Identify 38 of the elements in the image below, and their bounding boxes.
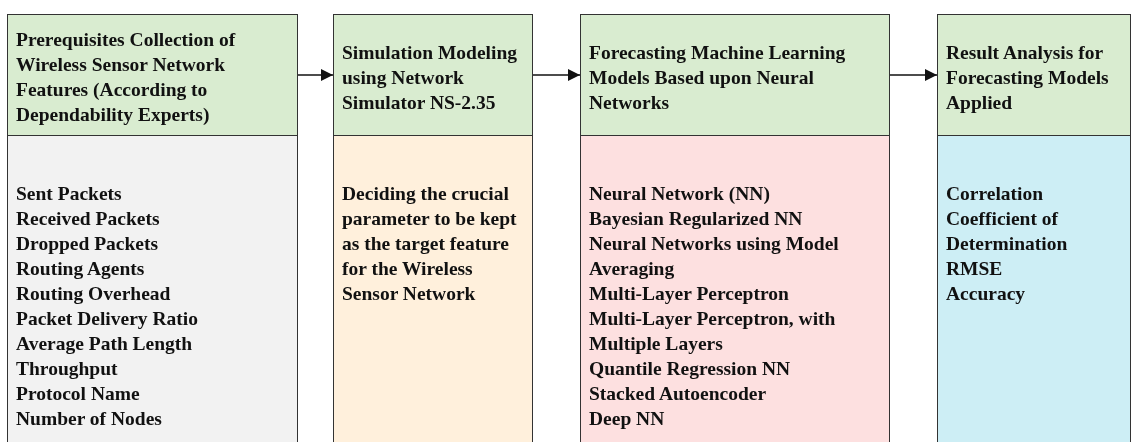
step-content-box — [333, 135, 533, 442]
list-item: Deciding the crucial parameter to be kept as the target feature for the Wireless Sensor Network — [342, 182, 518, 306]
step-title: Forecasting Machine Learning Models Based upon Neural Networks — [589, 40, 847, 115]
list-item: Throughput — [16, 357, 119, 381]
list-item: Routing Overhead — [16, 282, 172, 306]
list-item: Neural Networks using Model Averaging — [589, 232, 840, 281]
list-item: Multi-Layer Perceptron, with Multiple Layers — [589, 307, 837, 356]
step-content-box — [580, 135, 890, 442]
list-item: Dropped Packets — [16, 232, 160, 256]
step-header-box — [333, 14, 533, 136]
list-item: Accuracy — [946, 282, 1027, 306]
list-item: Sent Packets — [16, 182, 123, 206]
arrow — [532, 69, 581, 81]
step-header-box — [7, 14, 298, 136]
step-header-box — [937, 14, 1131, 136]
step-content-box — [937, 135, 1131, 442]
list-item: Neural Network (NN) — [589, 182, 771, 206]
step-header-box — [580, 14, 890, 136]
arrow — [297, 69, 334, 81]
list-item: Number of Nodes — [16, 407, 163, 431]
list-item: Received Packets — [16, 207, 161, 231]
list-item: Bayesian Regularized NN — [589, 207, 804, 231]
list-item: Quantile Regression NN — [589, 357, 792, 381]
list-item: Packet Delivery Ratio — [16, 307, 199, 331]
list-item: RMSE — [946, 257, 1004, 281]
list-item: Correlation — [946, 182, 1045, 206]
step-title: Result Analysis for Forecasting Models Applied — [946, 40, 1110, 115]
list-item: Coefficient of Determination — [946, 207, 1069, 256]
list-item: Protocol Name — [16, 382, 141, 406]
list-item: Multi-Layer Perceptron — [589, 282, 790, 306]
list-item: Stacked Autoencoder — [589, 382, 768, 406]
step-title: Simulation Modeling using Network Simulator NS-2.35 — [342, 40, 518, 115]
list-item: Routing Agents — [16, 257, 146, 281]
list-item: Deep NN — [589, 407, 666, 431]
step-title: Prerequisites Collection of Wireless Sensor Network Features (According to Dependability Experts) — [16, 28, 237, 127]
arrow — [889, 69, 938, 81]
step-content-box — [7, 135, 298, 442]
list-item: Average Path Length — [16, 332, 194, 356]
